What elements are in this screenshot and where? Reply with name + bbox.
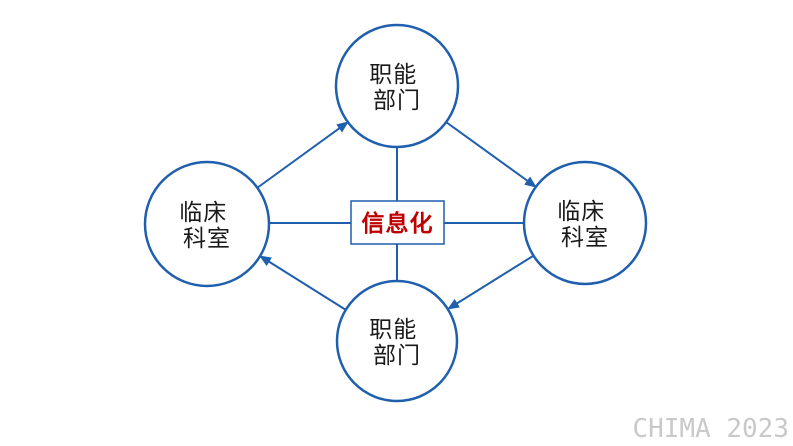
arrow-top-to-right	[445, 121, 537, 188]
center-label: 信息化	[362, 210, 434, 236]
arrow-right-to-bottom	[447, 255, 534, 310]
center-box	[350, 200, 445, 245]
node-right-circle	[522, 160, 648, 286]
node-bottom-label: 职能 部门	[369, 316, 424, 368]
arrow-left-to-top	[256, 121, 349, 189]
node-top-circle	[334, 23, 460, 149]
watermark-text: CHIMA 2023	[632, 414, 789, 444]
node-bottom-circle	[335, 279, 459, 403]
node-top-label: 职能 部门	[369, 61, 424, 113]
node-right-label: 临床 科室	[557, 198, 612, 250]
node-left-circle	[143, 160, 271, 288]
arrow-bottom-to-left	[259, 255, 347, 311]
node-left-label: 临床 科室	[179, 199, 234, 251]
